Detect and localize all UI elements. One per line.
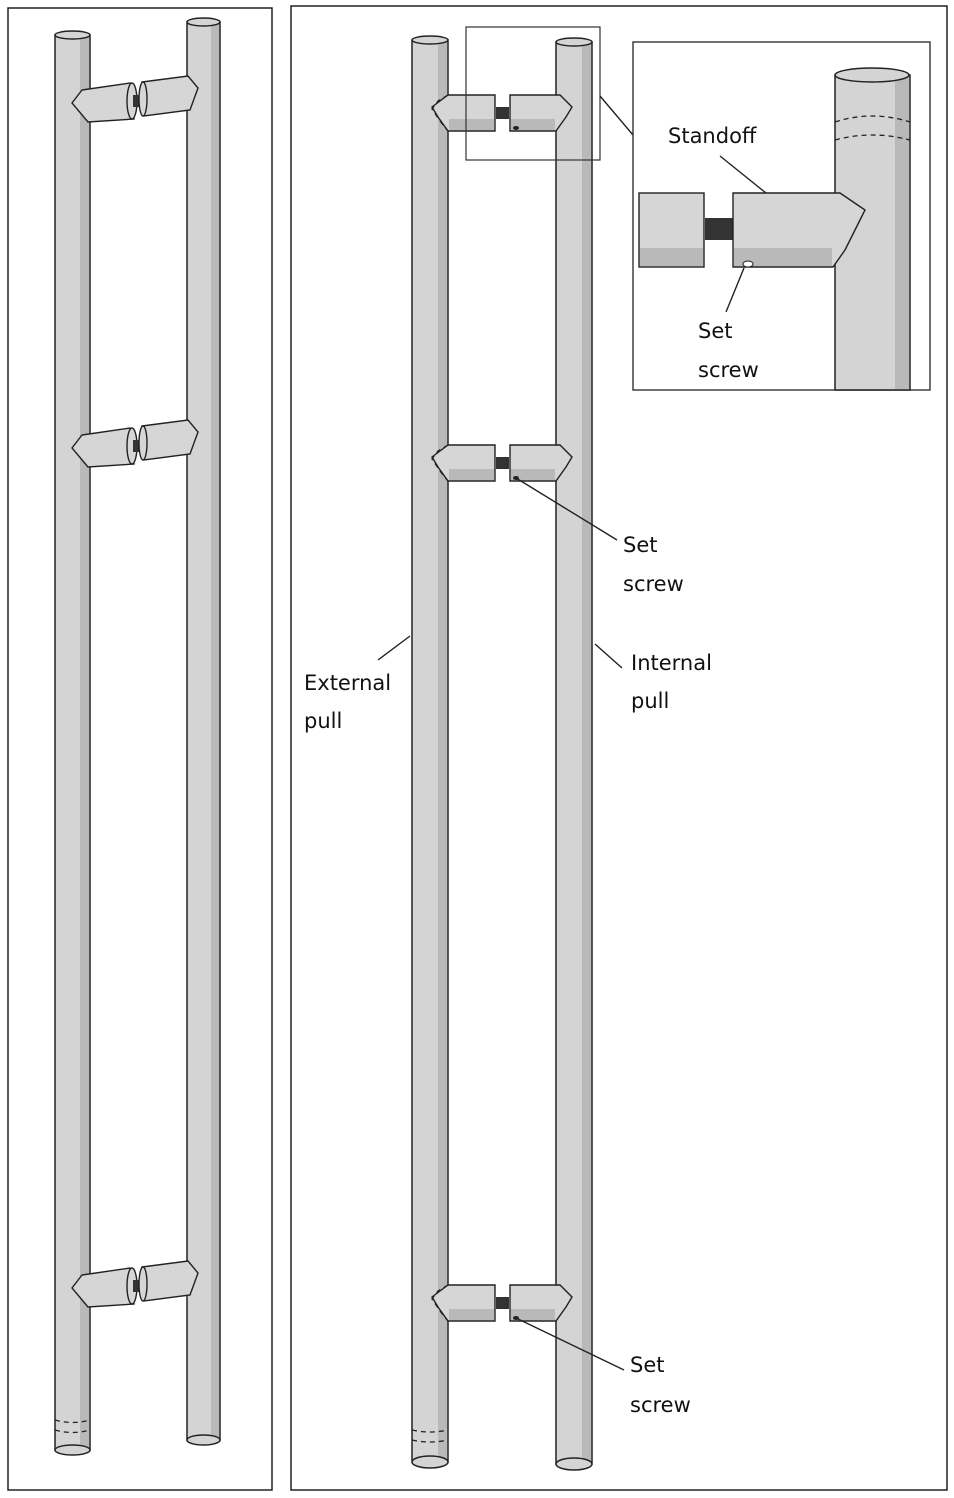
bottom-set-screw-leader [515, 1317, 625, 1371]
external-pull-pipe [411, 35, 449, 1469]
internal-standoff [141, 75, 199, 117]
inset-set-screw-label-1: Set [698, 319, 732, 343]
connector-bolt [133, 440, 140, 452]
inset-set-screw-label-2: screw [698, 358, 759, 382]
inset-set-screw-leader [725, 267, 745, 313]
bottom-set-screw-label-2: screw [630, 1393, 691, 1417]
inset-set-screw-hole [742, 260, 754, 268]
perspective-view [54, 17, 221, 1456]
standoff-pair [431, 444, 573, 482]
standoff-label: Standoff [668, 124, 757, 148]
external-standoff [71, 82, 135, 123]
mid-set-screw-label-2: screw [623, 572, 684, 596]
inset-connector-bolt [705, 218, 733, 240]
detail-box [465, 26, 601, 161]
external-standoff [71, 427, 135, 468]
front-view: Standoff Set screw Set screw External pu… [304, 26, 931, 1471]
internal-pull-leader [594, 643, 623, 669]
external-pull-label-1: External [304, 671, 391, 695]
detail-connector-line [599, 95, 634, 136]
connector-bolt [496, 1297, 509, 1309]
standoff-pair [71, 75, 199, 123]
left-panel-frame [7, 7, 273, 1491]
standoff-pair [71, 1260, 199, 1308]
right-panel-frame [290, 5, 948, 1491]
internal-standoff [141, 1260, 199, 1302]
standoff-pair [431, 94, 573, 132]
external-standoff [71, 1267, 135, 1308]
standoff-pair [431, 1284, 573, 1322]
internal-standoff [141, 419, 199, 461]
standoff-leader [719, 155, 767, 194]
right-pipe [186, 17, 221, 1446]
left-pipe [54, 30, 91, 1456]
internal-pull-label-1: Internal [631, 651, 712, 675]
standoff-pair [71, 419, 199, 468]
internal-pull-pipe [555, 37, 593, 1471]
mid-set-screw-leader [515, 477, 618, 541]
connector-bolt [496, 107, 509, 119]
connector-bolt [496, 457, 509, 469]
external-pull-leader [377, 635, 411, 661]
external-pull-label-2: pull [304, 709, 342, 733]
connector-bolt [133, 95, 140, 107]
bottom-set-screw-label-1: Set [630, 1353, 664, 1377]
connector-bolt [133, 1280, 140, 1292]
mid-set-screw-label-1: Set [623, 533, 657, 557]
set-screw-hole [513, 126, 519, 130]
detail-inset: Standoff Set screw [632, 41, 931, 391]
internal-pull-label-2: pull [631, 689, 669, 713]
